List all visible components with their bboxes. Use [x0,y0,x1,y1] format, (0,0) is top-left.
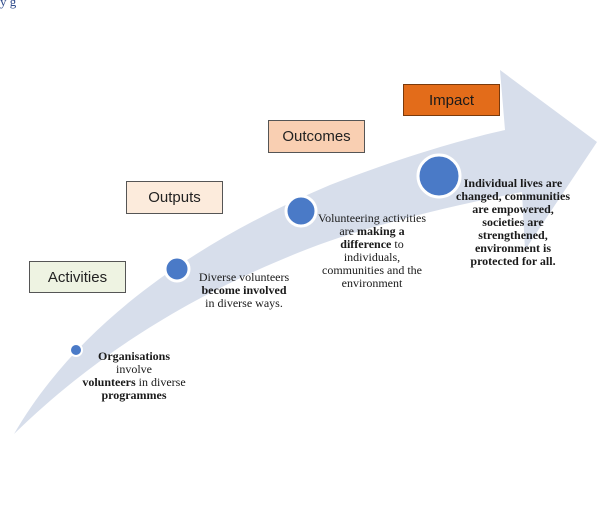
activities-desc-bold-a: Organisations [97,349,170,363]
activities-stage-box: Activities [29,261,126,293]
impact-description: Individual lives are changed, communitie… [456,176,570,268]
outputs-dot [163,255,191,283]
activities-desc-text-a: involve [116,362,152,376]
impact-dot [416,153,462,199]
activities-dot [69,343,83,357]
outputs-desc-bold-a: become involved [201,283,287,297]
activities-desc-bold-b: volunteers [82,375,136,389]
outputs-description: Diverse volunteers become involved in di… [184,271,304,310]
outcomes-desc-text-b: to individuals, communities and the envi… [322,237,422,290]
outcomes-dot [284,194,318,228]
outcomes-stage-box: Outcomes [268,120,365,153]
activities-desc-text-b: in diverse [138,375,186,389]
outcomes-description: Volunteering activities are making a dif… [316,212,428,290]
outputs-desc-text-b: in diverse ways. [205,296,283,310]
outputs-stage-box: Outputs [126,181,223,214]
activities-description: Organisations involve volunteers in dive… [78,350,190,402]
outputs-desc-text-a: Diverse volunteers [198,270,290,284]
outcomes-desc-text-a: Volunteering activities are [317,211,427,238]
impact-stage-box: Impact [403,84,500,116]
outcomes-desc-bold-a: making a difference [340,224,405,251]
cropped-header-text: y g [0,0,17,9]
activities-desc-bold-c: programmes [101,388,167,402]
